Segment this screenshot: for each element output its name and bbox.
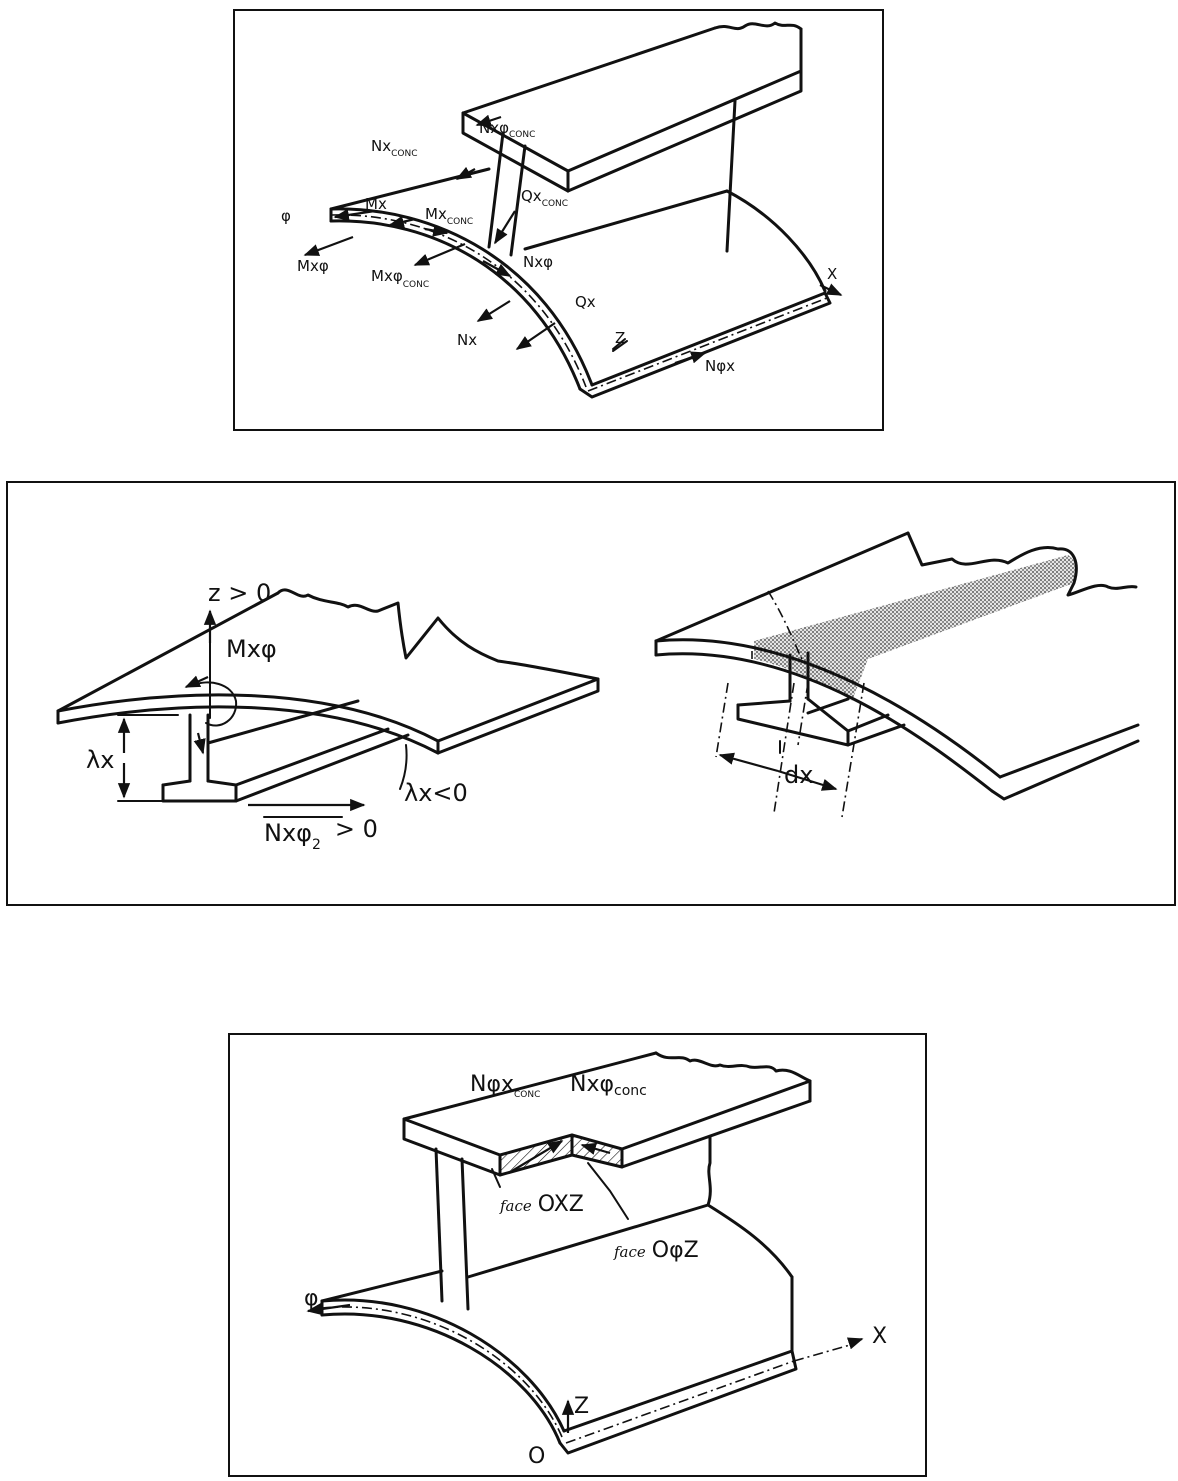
label-nphix: Nφx <box>705 357 735 375</box>
label-phi: φ <box>304 1286 319 1311</box>
right-shell <box>654 531 1140 801</box>
label-mx: Mx <box>365 195 387 213</box>
bottom-arrows <box>306 1140 864 1433</box>
label-nphix-conc: NφxCONC <box>470 1072 540 1100</box>
label-nxphi-conc: Nxφconc <box>570 1072 647 1099</box>
bottom-shell <box>320 1203 851 1455</box>
middle-panel: z > 0 Mxφ λx λx<0 Nxφ2> 0 <box>6 481 1176 906</box>
label-qx: Qx <box>575 293 596 311</box>
right-annotations <box>715 590 865 818</box>
left-stringer <box>161 699 410 803</box>
effective-width-shading <box>754 555 1077 701</box>
label-mxphi: Mxφ <box>297 257 329 275</box>
label-nx: Nx <box>457 331 477 349</box>
label-lambdax: λx <box>86 746 114 774</box>
label-nx-conc: NxCONC <box>371 137 418 159</box>
stringer-top-flange <box>461 21 803 193</box>
label-o: O <box>528 1444 545 1469</box>
label-nxphi-conc: NxφCONC <box>479 119 535 140</box>
bottom-web <box>434 1135 712 1311</box>
left-annotations <box>117 609 408 818</box>
label-mx-conc: MxCONC <box>425 205 473 227</box>
label-nxphi2: Nxφ2> 0 <box>264 815 378 853</box>
label-x: X <box>872 1324 887 1349</box>
top-panel: NxφCONC NxCONC φ Mx MxCONC QxCONC Mxφ Mx… <box>233 9 884 431</box>
label-z: Z <box>615 329 625 347</box>
label-qx-conc: QxCONC <box>521 187 568 209</box>
label-z-gt0: z > 0 <box>208 579 271 607</box>
label-z: Z <box>574 1394 589 1419</box>
label-lambdax-lt0: λx<0 <box>404 779 468 807</box>
left-shell <box>56 588 600 755</box>
label-mxphi: Mxφ <box>226 635 277 663</box>
label-x: X <box>827 265 837 283</box>
label-phi: φ <box>281 207 291 225</box>
middle-diagram: z > 0 Mxφ λx λx<0 Nxφ2> 0 <box>56 531 1140 853</box>
right-stringer <box>736 651 906 747</box>
label-mxphi-conc: MxφCONC <box>371 267 429 290</box>
stringer-web <box>487 99 737 257</box>
label-dx: dx <box>784 761 813 789</box>
label-nxphi: Nxφ <box>523 253 553 271</box>
top-diagram: NxφCONC NxCONC φ Mx MxCONC QxCONC Mxφ Mx… <box>281 21 843 399</box>
force-arrows <box>303 114 843 365</box>
